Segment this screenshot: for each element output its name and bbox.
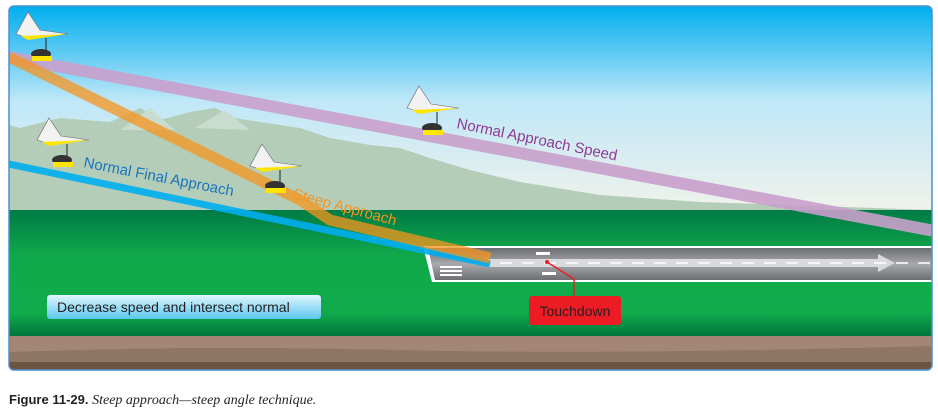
figure-caption: Figure 11-29. Steep approach—steep angle… (9, 392, 316, 409)
touchdown-point (545, 260, 549, 264)
dirt-bottom (9, 362, 932, 370)
steep-approach-path (9, 52, 492, 264)
normal-final-approach-path (9, 160, 491, 268)
figure-number: Figure 11-29. (9, 392, 89, 407)
decrease-speed-text: Decrease speed and intersect normal (57, 299, 290, 315)
touchdown-callout (529, 296, 621, 325)
runway-markings (440, 252, 556, 276)
figure-caption-text: Steep approach—steep angle technique. (92, 393, 317, 408)
runway-arrow (488, 254, 895, 272)
normal-approach-speed-path (9, 51, 932, 238)
decrease-speed-callout (47, 295, 321, 319)
touchdown-label: Touchdown (540, 303, 611, 319)
trike-aircraft-icon (15, 11, 460, 193)
touchdown-pointer (546, 261, 575, 296)
figure-frame (8, 5, 933, 371)
mountains (9, 108, 932, 216)
approach-diagram: Normal Approach Speed Normal Final Appro… (8, 5, 933, 371)
